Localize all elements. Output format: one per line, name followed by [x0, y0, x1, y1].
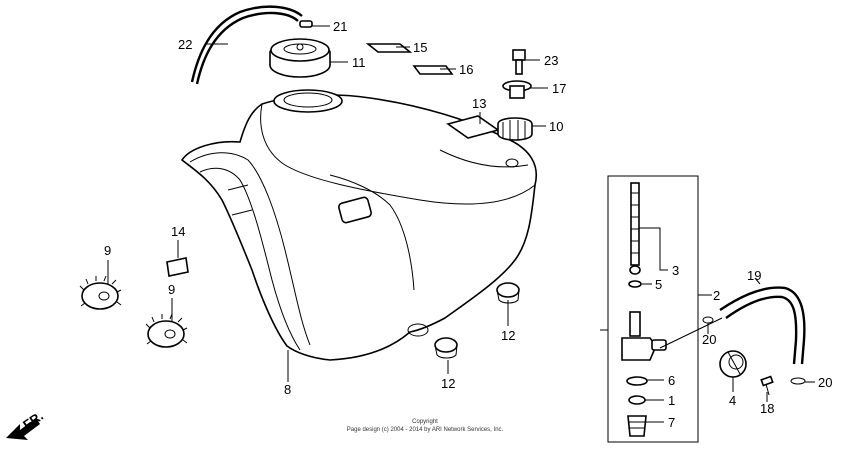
breather-tube — [190, 5, 313, 85]
label-4: 4 — [729, 393, 736, 408]
label-5: 5 — [655, 277, 662, 292]
label-8: 8 — [284, 382, 291, 397]
label-2: 2 — [713, 288, 720, 303]
label-11: 11 — [352, 55, 366, 70]
fuel-valve-assembly — [607, 175, 699, 443]
damper-rubber — [497, 117, 533, 141]
fuel-cap — [269, 38, 331, 78]
caution-label — [166, 257, 189, 277]
copyright-line: Page design (c) 2004 - 2014 by ARI Netwo… — [347, 427, 504, 433]
label-15: 15 — [413, 40, 427, 55]
label-1: 1 — [668, 393, 675, 408]
label-23: 23 — [544, 53, 558, 68]
cushion-bottom — [434, 337, 458, 359]
label-12-right: 12 — [501, 328, 515, 343]
label-12-bottom: 12 — [441, 376, 455, 391]
label-3: 3 — [672, 263, 679, 278]
leader-lines — [107, 25, 815, 423]
label-18: 18 — [760, 401, 774, 416]
emblem-15 — [365, 43, 413, 53]
grommet-lower — [145, 313, 188, 348]
copyright-title: Copyright — [412, 419, 438, 425]
label-21: 21 — [333, 19, 347, 34]
label-22: 22 — [178, 37, 192, 52]
label-7: 7 — [668, 415, 675, 430]
label-10: 10 — [549, 119, 563, 134]
label-19: 19 — [747, 268, 761, 283]
emblem-16 — [412, 65, 454, 75]
label-16: 16 — [459, 62, 473, 77]
label-20-right: 20 — [818, 375, 832, 390]
label-13: 13 — [472, 96, 486, 111]
collar — [502, 80, 532, 99]
bolt — [512, 49, 526, 75]
front-arrow: FR. — [6, 408, 46, 440]
grommet-upper — [79, 275, 122, 310]
fuel-tank — [180, 89, 537, 361]
label-20-left: 20 — [702, 332, 716, 347]
label-17: 17 — [552, 81, 566, 96]
label-6: 6 — [668, 373, 675, 388]
screw — [760, 375, 774, 396]
label-9-lower: 9 — [168, 282, 175, 297]
valve-knob — [719, 350, 747, 378]
fuel-tube — [702, 286, 806, 385]
label-14: 14 — [171, 224, 185, 239]
label-9-upper: 9 — [104, 243, 111, 258]
